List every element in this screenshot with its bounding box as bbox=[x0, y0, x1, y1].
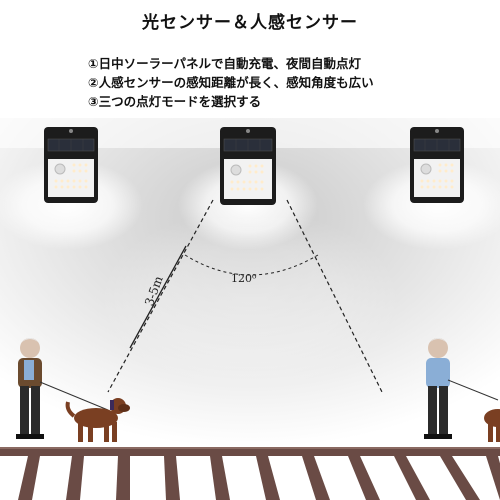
solar-lamp-icon bbox=[42, 125, 100, 205]
walking-man-icon bbox=[16, 338, 130, 442]
feature-item: ①日中ソーラーパネルで自動充電、夜間自動点灯 bbox=[88, 56, 361, 71]
sensor-angle-label: 120⁰ bbox=[231, 272, 257, 285]
feature-list: ①日中ソーラーパネルで自動充電、夜間自動点灯 ②人感センサーの感知距離が長く、感… bbox=[88, 54, 374, 111]
feature-item: ③三つの点灯モードを選択する bbox=[88, 94, 262, 109]
walking-man-icon bbox=[424, 338, 500, 442]
cone-left-line bbox=[107, 199, 214, 393]
light-glow-right bbox=[363, 160, 500, 250]
solar-lamp-icon bbox=[408, 125, 466, 205]
feature-item: ②人感センサーの感知距離が長く、感知角度も広い bbox=[88, 75, 374, 90]
range-line bbox=[129, 245, 187, 349]
page-title: 光センサー＆人感センサー bbox=[142, 13, 358, 33]
detection-zone bbox=[107, 199, 383, 393]
dog-icon bbox=[65, 398, 130, 442]
light-glow-left bbox=[0, 160, 143, 250]
cone-right-line bbox=[286, 199, 383, 393]
floor-track bbox=[0, 447, 500, 500]
solar-lamp-icon bbox=[218, 125, 278, 207]
angle-arc bbox=[184, 254, 319, 276]
dog-icon bbox=[484, 409, 500, 442]
